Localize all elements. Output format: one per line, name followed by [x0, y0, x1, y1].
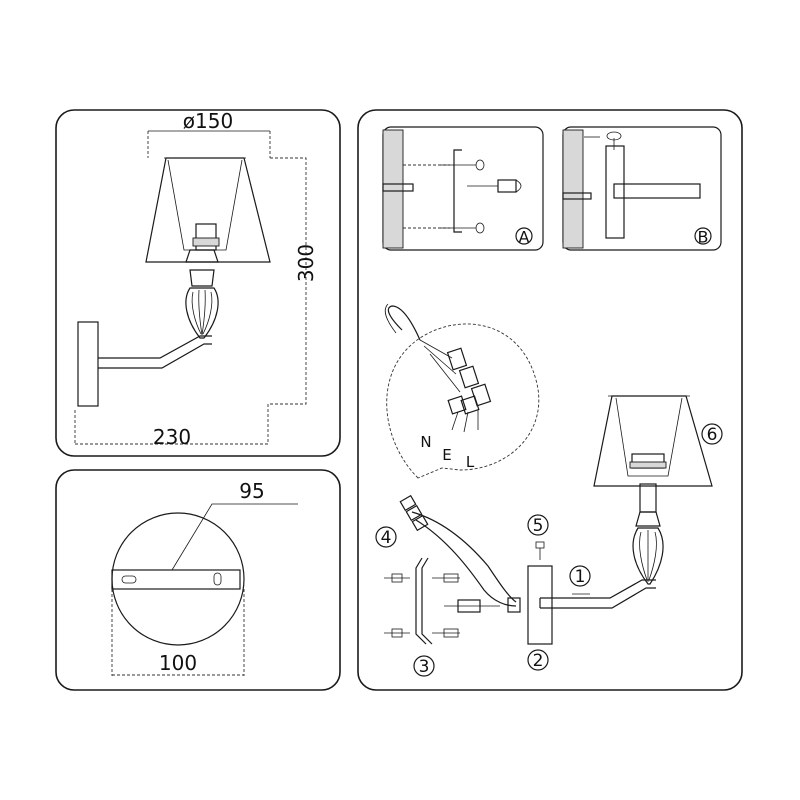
wiring-bubble: [386, 323, 540, 479]
detail-b-label: B: [698, 228, 709, 247]
lamp-body: [185, 287, 219, 339]
lamp-arm-b: [613, 183, 701, 199]
bracket-dimension-leader: [171, 503, 298, 571]
step-2-badge: [527, 649, 549, 671]
step-2-number: 2: [533, 651, 544, 671]
step-3-badge: [413, 655, 435, 677]
step-3-bracket: 3: [384, 557, 500, 677]
wire-cable-1: [411, 511, 517, 603]
wire-label-e: E: [442, 446, 451, 464]
lamp-arm: [98, 335, 212, 359]
plate-diameter-label: 100: [159, 651, 197, 675]
dimension-panel-frame: [55, 109, 341, 457]
lamp-shade-1: [593, 395, 713, 487]
height-label: 300: [294, 244, 318, 282]
supply-cable: [387, 305, 421, 341]
step-5-number: 5: [533, 516, 544, 536]
detail-a: A: [382, 126, 544, 251]
step-1-number: 1: [575, 567, 586, 587]
step-4-number: 4: [381, 528, 392, 548]
lamp-arm-1: [540, 579, 656, 599]
step-6-badge: [701, 423, 723, 445]
step-1-badge: [569, 565, 591, 587]
step-4-wires: 4: [375, 494, 521, 613]
mounting-bracket: [111, 569, 241, 590]
lamp-neck: [189, 269, 215, 287]
mounting-block-b: [605, 145, 625, 239]
detail-b-badge: [694, 227, 712, 245]
round-wall-plate: [111, 512, 245, 646]
lamp-body-1: [632, 527, 664, 585]
wall-section-a: [382, 129, 404, 249]
wall-plate-2: [527, 565, 553, 645]
dimension-panel: ø150 300 230: [55, 109, 341, 457]
projection-label: 230: [153, 425, 191, 449]
height-dimension-line: [267, 157, 307, 442]
bracket-slot-left: [121, 575, 137, 584]
terminal-block: [446, 347, 492, 415]
screw-b: [606, 131, 622, 141]
plate-panel-frame: [55, 469, 341, 691]
wall-section-b: [562, 129, 584, 249]
detail-a-badge: [515, 227, 533, 245]
fixing-screw-3: [457, 599, 481, 613]
installation-panel-frame: [357, 109, 743, 691]
wire-label-l: L: [466, 453, 475, 471]
step-5-badge: [527, 514, 549, 536]
bracket-profile-a: [453, 149, 462, 233]
bracket-length-label: 95: [239, 479, 264, 503]
step-1-lamp: 1 6: [539, 395, 723, 609]
wire-label-n: N: [420, 433, 431, 451]
bracket-slot-right: [213, 572, 222, 586]
detail-a-label: A: [519, 228, 530, 247]
diameter-label: ø150: [183, 109, 233, 133]
wiring-callout: N E L: [384, 303, 540, 479]
step-2-plate: 2 5: [527, 514, 553, 671]
detail-b: B: [562, 126, 722, 251]
installation-panel: A B: [357, 109, 743, 691]
step-4-badge: [375, 526, 397, 548]
wall-plate: [77, 321, 99, 407]
step-3-number: 3: [419, 657, 430, 677]
step-5-screw: [535, 541, 545, 549]
bracket-profile-3: [415, 557, 427, 645]
screw-anchor-a: [497, 179, 517, 193]
plate-panel: 95 100: [55, 469, 341, 691]
step-6-number: 6: [707, 425, 718, 445]
